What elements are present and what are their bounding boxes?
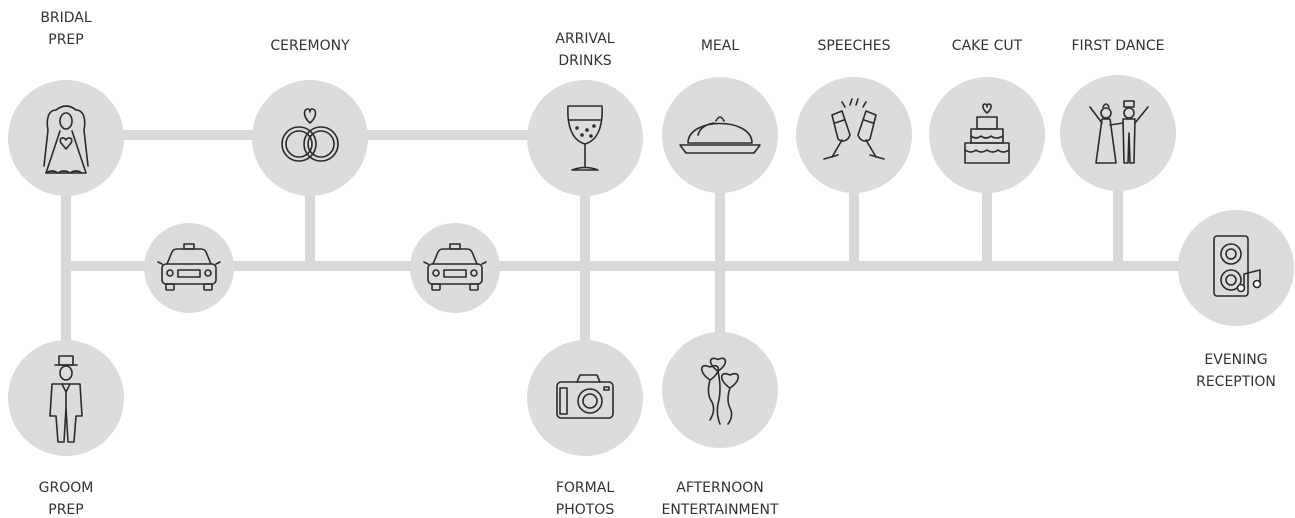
event-label-bridal-prep-line-2: PREP — [48, 32, 83, 48]
event-label-arrival-drinks-line-1: ARRIVAL — [555, 31, 614, 47]
event-label-afternoon-entertainment-line-1: AFTERNOON — [676, 480, 764, 496]
event-circle-evening-reception — [1178, 210, 1294, 326]
camera-icon — [556, 374, 614, 419]
event-node-formal-photos — [527, 340, 643, 456]
event-node-ceremony — [252, 80, 368, 196]
transport-circle-car-1 — [144, 223, 234, 313]
event-label-bridal-prep-line-1: BRIDAL — [40, 10, 92, 26]
event-node-meal — [662, 77, 778, 193]
cloche-icon — [679, 116, 761, 154]
car-icon — [423, 243, 487, 291]
event-label-groom-prep-line-1: GROOM — [39, 480, 94, 496]
speaker-music-icon — [1213, 235, 1262, 297]
timeline-nodes — [8, 75, 1294, 456]
event-circle-speeches — [796, 77, 912, 193]
dancing-couple-icon — [1089, 100, 1149, 164]
event-node-first-dance — [1060, 75, 1176, 191]
event-label-first-dance: FIRST DANCE — [1071, 38, 1164, 54]
event-label-evening-reception-line-2: RECEPTION — [1196, 374, 1276, 390]
car-icon — [157, 243, 221, 291]
transport-node-car-1 — [144, 223, 234, 313]
heart-balloons-icon — [700, 357, 740, 425]
wedding-rings-icon — [281, 108, 339, 162]
transport-node-car-2 — [410, 223, 500, 313]
event-circle-formal-photos — [527, 340, 643, 456]
event-circle-first-dance — [1060, 75, 1176, 191]
wine-glass-icon — [567, 105, 603, 171]
event-circle-bridal-prep — [8, 80, 124, 196]
event-node-arrival-drinks — [527, 80, 643, 196]
event-node-afternoon-entertainment — [662, 332, 778, 448]
event-label-afternoon-entertainment-line-2: ENTERTAINMENT — [661, 502, 778, 518]
connector-lines — [61, 130, 1236, 398]
event-label-ceremony: CEREMONY — [270, 38, 350, 54]
event-node-bridal-prep — [8, 80, 124, 196]
event-label-formal-photos-line-1: FORMAL — [556, 480, 614, 496]
transport-circle-car-2 — [410, 223, 500, 313]
event-node-groom-prep — [8, 340, 124, 456]
event-circle-arrival-drinks — [527, 80, 643, 196]
event-label-speeches: SPEECHES — [817, 38, 890, 54]
bride-icon — [43, 105, 89, 174]
champagne-toast-icon — [823, 98, 885, 160]
event-label-cake-cut: CAKE CUT — [952, 38, 1023, 54]
event-circle-cake-cut — [929, 77, 1045, 193]
event-label-evening-reception-line-1: EVENING — [1204, 352, 1267, 368]
event-label-meal: MEAL — [701, 38, 740, 54]
event-node-speeches — [796, 77, 912, 193]
event-node-evening-reception — [1178, 210, 1294, 326]
groom-icon — [49, 355, 83, 443]
event-label-formal-photos-line-2: PHOTOS — [556, 502, 615, 518]
wedding-cake-icon — [964, 103, 1010, 164]
timeline-labels: BRIDAL PREP CEREMONY ARRIVAL DRINKS MEAL SPEEC… — [39, 10, 1276, 518]
event-circle-meal — [662, 77, 778, 193]
event-label-groom-prep-line-2: PREP — [48, 502, 83, 518]
event-node-cake-cut — [929, 77, 1045, 193]
event-label-arrival-drinks-line-2: DRINKS — [558, 53, 611, 69]
